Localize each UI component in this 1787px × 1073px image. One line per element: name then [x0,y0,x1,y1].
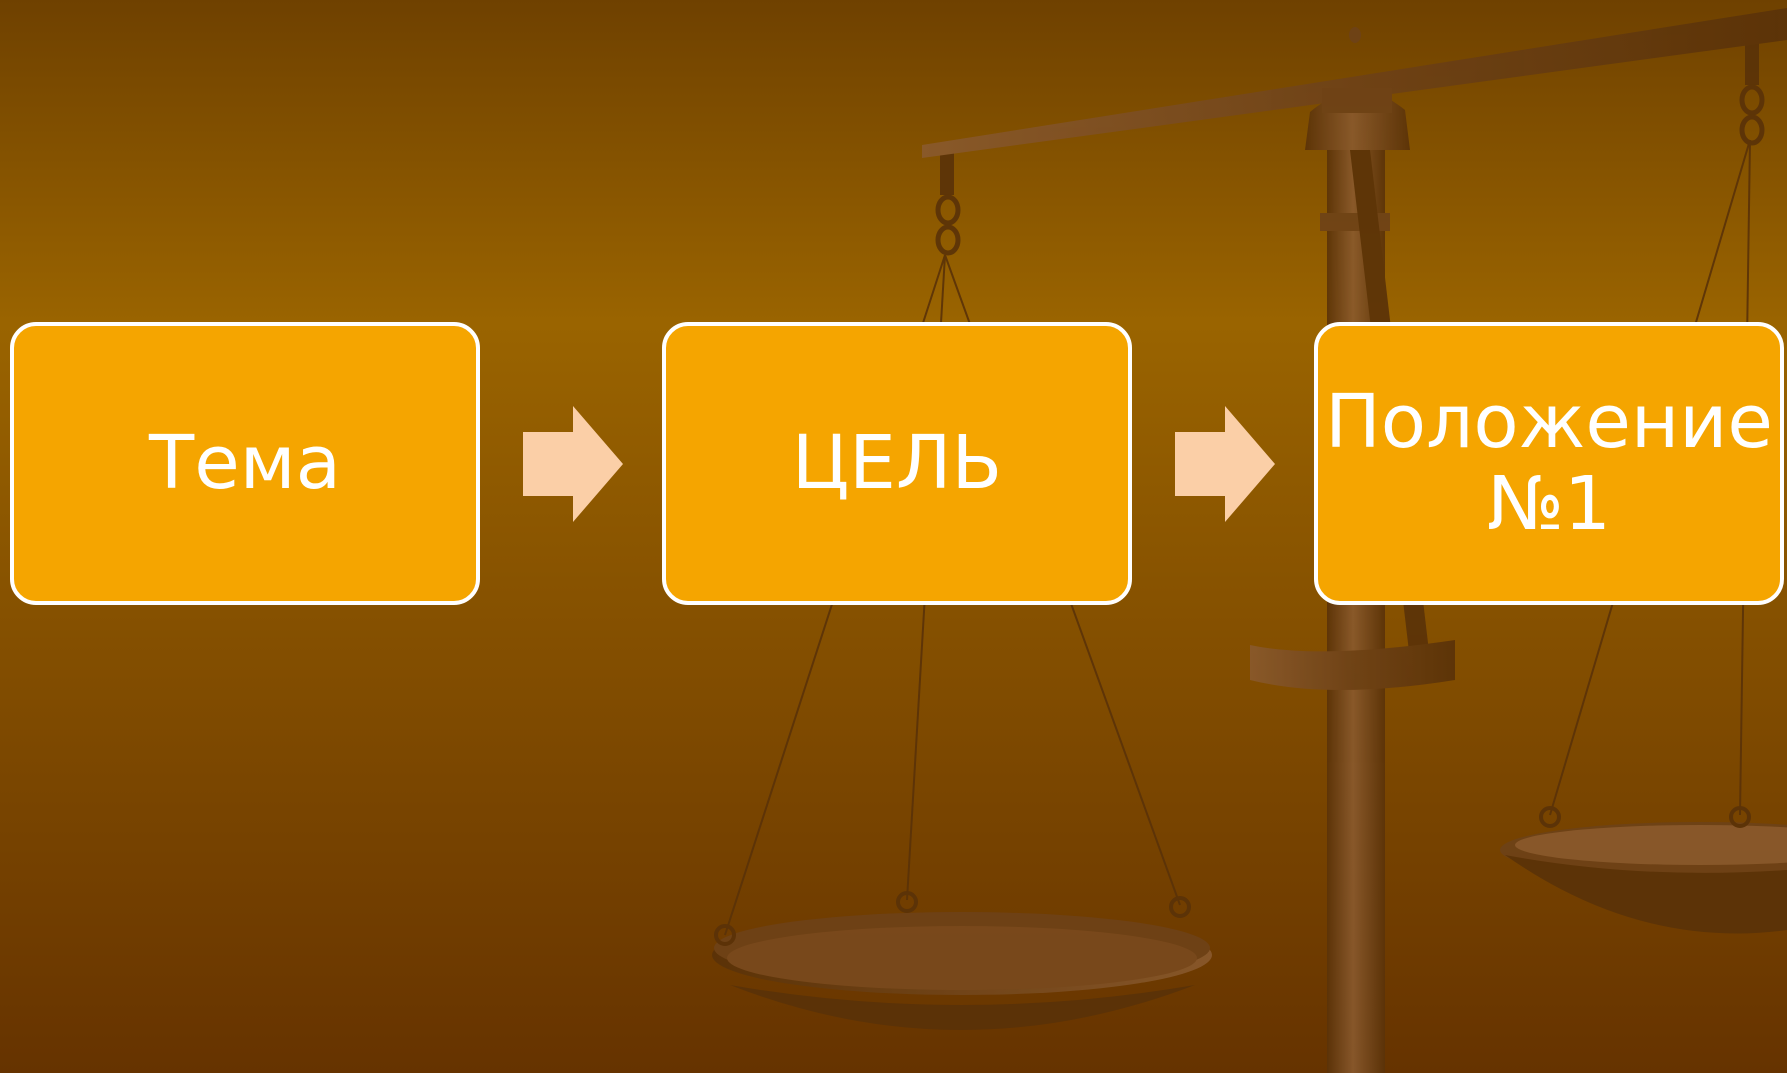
step-label: ЦЕЛЬ [791,419,1003,506]
step-label: Положение №1 [1325,379,1773,547]
right-arrow-icon [523,406,623,522]
step-label-line-1: Положение [1325,379,1773,466]
step-box-topic: Тема [10,322,480,605]
step-box-statement-1: Положение №1 [1314,322,1784,605]
step-label-line-2: №1 [1486,460,1612,547]
step-label: Тема [149,419,341,506]
right-arrow-icon [1175,406,1275,522]
step-box-goal: ЦЕЛЬ [662,322,1132,605]
